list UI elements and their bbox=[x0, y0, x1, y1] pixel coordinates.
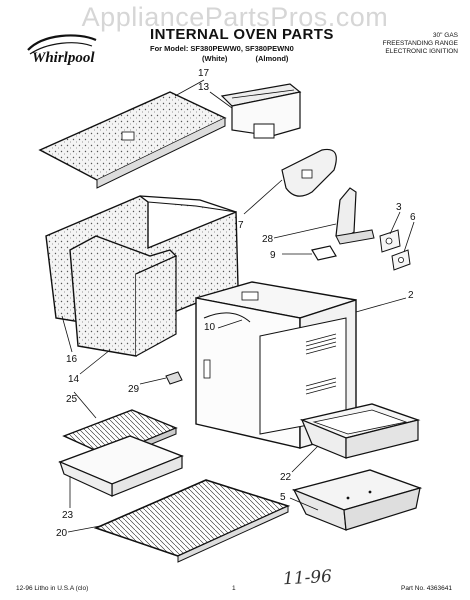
burner-cover bbox=[281, 148, 337, 197]
callout-10: 10 bbox=[204, 322, 216, 333]
footer-part-number: Part No. 4363641 bbox=[401, 585, 452, 592]
burner-box bbox=[291, 469, 423, 531]
callout-28: 28 bbox=[262, 234, 274, 245]
oven-bottom-panel bbox=[299, 403, 421, 459]
oven-rack bbox=[93, 479, 291, 563]
clip-part bbox=[165, 371, 183, 385]
callout-17: 17 bbox=[198, 68, 210, 79]
callout-20: 20 bbox=[56, 528, 68, 539]
footer-print-info: 12-96 Litho in U.S.A (clo) bbox=[16, 585, 89, 592]
burner-bracket bbox=[335, 187, 375, 245]
broil-pan bbox=[58, 435, 184, 497]
desc-line-2: FREESTANDING RANGE bbox=[382, 40, 458, 47]
callout-6: 6 bbox=[410, 212, 416, 223]
callout-14: 14 bbox=[68, 374, 80, 385]
callout-25: 25 bbox=[66, 394, 78, 405]
footer-page-number: 1 bbox=[232, 585, 236, 592]
exploded-parts-diagram: 17 13 7 3 6 28 9 2 10 16 14 29 25 22 5 2… bbox=[38, 68, 423, 563]
callout-2: 2 bbox=[408, 290, 414, 301]
brand-name: Whirlpool bbox=[32, 50, 95, 66]
callout-29: 29 bbox=[128, 384, 140, 395]
callout-9: 9 bbox=[270, 250, 276, 261]
callout-23: 23 bbox=[62, 510, 74, 521]
orifice-plate bbox=[391, 249, 411, 271]
color-white: (White) bbox=[202, 54, 228, 63]
callout-5: 5 bbox=[280, 492, 286, 503]
model-numbers: For Model: SF380PEWW0, SF380PEWN0 bbox=[150, 44, 294, 53]
oven-cavity bbox=[195, 281, 357, 449]
callout-16: 16 bbox=[66, 354, 78, 365]
front-insulation-wrap bbox=[69, 235, 178, 357]
desc-line-1: 30" GAS bbox=[432, 32, 458, 39]
callout-3: 3 bbox=[396, 202, 402, 213]
whirlpool-logo: Whirlpool bbox=[27, 34, 97, 66]
ignitor-plate bbox=[379, 229, 401, 253]
desc-line-3: ELECTRONIC IGNITION bbox=[385, 48, 458, 55]
page-title: INTERNAL OVEN PARTS bbox=[150, 26, 334, 43]
top-insulation-blanket bbox=[38, 91, 227, 189]
callout-13: 13 bbox=[198, 82, 210, 93]
callout-7: 7 bbox=[238, 220, 244, 231]
handwritten-note: 11-96 bbox=[282, 566, 333, 590]
product-description: 30" GAS FREESTANDING RANGE ELECTRONIC IG… bbox=[383, 32, 458, 56]
callout-22: 22 bbox=[280, 472, 292, 483]
color-almond: (Almond) bbox=[255, 54, 289, 63]
burner-gasket bbox=[311, 245, 337, 261]
model-colors: (White) (Almond) bbox=[202, 54, 314, 63]
watermark: AppliancePartsPros.com bbox=[81, 2, 389, 32]
leader-lines bbox=[61, 79, 415, 533]
oven-top-baffle bbox=[220, 83, 302, 139]
